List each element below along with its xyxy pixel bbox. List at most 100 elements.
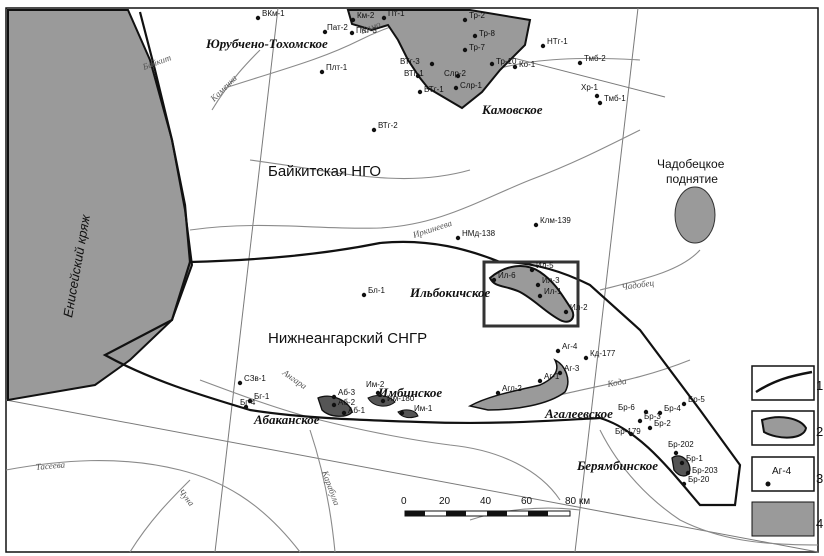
abakan-field-label: Абаканское — [253, 412, 320, 427]
well-dot-w4 — [322, 29, 328, 35]
well-dot-w50 — [673, 450, 679, 456]
well-dot-w49 — [628, 431, 634, 437]
well-dot-w12 — [429, 61, 435, 67]
well-dot-w3 — [381, 15, 387, 21]
river-label-koda: Кода — [606, 376, 628, 389]
well-label-w28: Ил-2 — [570, 303, 588, 312]
well-label-w46: Бр-6 — [618, 403, 635, 412]
well-label-w11: Плт-1 — [326, 63, 348, 72]
well-dot-w35 — [237, 380, 243, 386]
chadobets-uplift — [674, 186, 716, 244]
well-label-w47: Бр-3 — [644, 412, 661, 421]
well-dot-w38 — [380, 398, 386, 404]
well-label-w35: СЗв-1 — [244, 374, 266, 383]
well-label-w6: Тр-2 — [469, 11, 486, 20]
well-label-w21: ВТг-2 — [378, 121, 398, 130]
well-dot-w32 — [557, 370, 563, 376]
well-dot-w28 — [563, 309, 569, 315]
well-dot-w9 — [540, 43, 546, 49]
well-label-w41: Аб-2 — [338, 398, 356, 407]
well-label-w12: ВТг-3 — [400, 57, 420, 66]
chadobets-uplift-label-2: поднятие — [666, 172, 718, 186]
well-dot-w30 — [555, 348, 561, 354]
legend-num-3: 3 — [816, 471, 823, 486]
well-label-w44: Бр-5 — [688, 395, 705, 404]
well-label-w48: Бр-2 — [654, 419, 671, 428]
well-label-w45: Бр-4 — [664, 404, 681, 413]
yenisei-ridge-area — [7, 9, 194, 402]
well-label-w20: Тмб-1 — [604, 94, 626, 103]
baikit-ngo-label: Байкитская НГО — [268, 163, 381, 180]
legend-num-2: 2 — [816, 424, 823, 439]
kamov-field-label: Камовское — [481, 102, 543, 117]
well-label-w5: Пат-3 — [356, 26, 377, 35]
well-label-w50: Бр-202 — [668, 440, 694, 449]
well-dot-w5 — [349, 30, 355, 36]
legend-num-1: 1 — [816, 378, 823, 393]
well-label-w51: Бр-1 — [686, 454, 703, 463]
legend-num-4: 4 — [816, 516, 823, 531]
well-dot-w14 — [455, 73, 461, 79]
well-label-w36: Аб-3 — [338, 388, 356, 397]
river-label-chadobets: Чадобец — [621, 277, 655, 292]
well-dot-w39 — [247, 398, 253, 404]
well-dot-w19 — [594, 93, 600, 99]
well-label-w17: ВТг-1 — [424, 85, 444, 94]
well-label-w18: Слр-1 — [460, 81, 483, 90]
well-dot-w16 — [512, 64, 518, 70]
legend-box-well — [751, 456, 815, 492]
beryambin-field-label: Берямбинское — [576, 458, 658, 473]
well-dot-w2 — [350, 17, 356, 23]
well-label-w25: Ил-6 — [498, 271, 516, 280]
well-label-w15: Тр-10 — [496, 57, 517, 66]
yurubcheno-field-label: Юрубчено-Тохомское — [205, 36, 328, 51]
well-label-w10: Тмб-2 — [584, 54, 606, 63]
well-dot-w11 — [319, 69, 325, 75]
legend-box-ridge — [751, 501, 815, 537]
well-dot-w15 — [489, 61, 495, 67]
well-dot-w31 — [583, 355, 589, 361]
well-label-w22: Клм-139 — [540, 216, 571, 225]
well-dot-w22 — [533, 222, 539, 228]
well-label-w31: Кд-177 — [590, 349, 616, 358]
well-label-w1: ВКм-1 — [262, 9, 285, 18]
well-dot-w23 — [455, 235, 461, 241]
ilbokich-field-area — [488, 265, 575, 323]
well-label-w49: Бр-179 — [615, 427, 641, 436]
well-dot-w51 — [679, 460, 685, 466]
well-dot-w53 — [681, 481, 687, 487]
well-dot-w52 — [685, 470, 691, 476]
legend-field-shape — [760, 416, 808, 439]
well-label-w39: Бг-1 — [254, 392, 270, 401]
well-dot-w46 — [643, 409, 649, 415]
well-dot-w25 — [491, 277, 497, 283]
scale-tick-20: 20 — [439, 496, 451, 507]
well-label-w52: Бр-203 — [692, 466, 718, 475]
well-dot-w13 — [415, 73, 421, 79]
scale-bar: 0 20 40 60 80 км — [401, 496, 590, 517]
river-label-taseeva: Тасеева — [35, 459, 66, 472]
imbin-field-label: Имбинское — [377, 385, 442, 400]
well-label-w40: Бг-4 — [240, 398, 256, 407]
legend: 1 2 Аг-4 3 4 — [751, 365, 823, 537]
rivers — [5, 17, 819, 553]
well-label-w2: Км-2 — [357, 11, 375, 20]
agaleev-field-area — [467, 358, 569, 411]
well-label-w33: Аг-1 — [544, 372, 560, 381]
well-dot-w26 — [535, 282, 541, 288]
well-label-w38: Им-180 — [387, 394, 415, 403]
well-dot-w34 — [495, 390, 501, 396]
well-label-w4: Пат-2 — [327, 23, 348, 32]
well-dot-w1 — [255, 15, 261, 21]
well-dot-w47 — [637, 418, 643, 424]
well-dot-w18 — [453, 85, 459, 91]
well-dot-w24 — [529, 267, 535, 273]
well-dot-w8 — [462, 47, 468, 53]
well-label-w30: Аг-4 — [562, 342, 578, 351]
well-dot-w27 — [537, 293, 543, 299]
well-label-w29: Бл-1 — [368, 286, 385, 295]
ilbokich-field-label: Ильбокичское — [409, 285, 491, 300]
well-label-w32: Аг-3 — [564, 364, 580, 373]
well-dot-w42 — [341, 410, 347, 416]
